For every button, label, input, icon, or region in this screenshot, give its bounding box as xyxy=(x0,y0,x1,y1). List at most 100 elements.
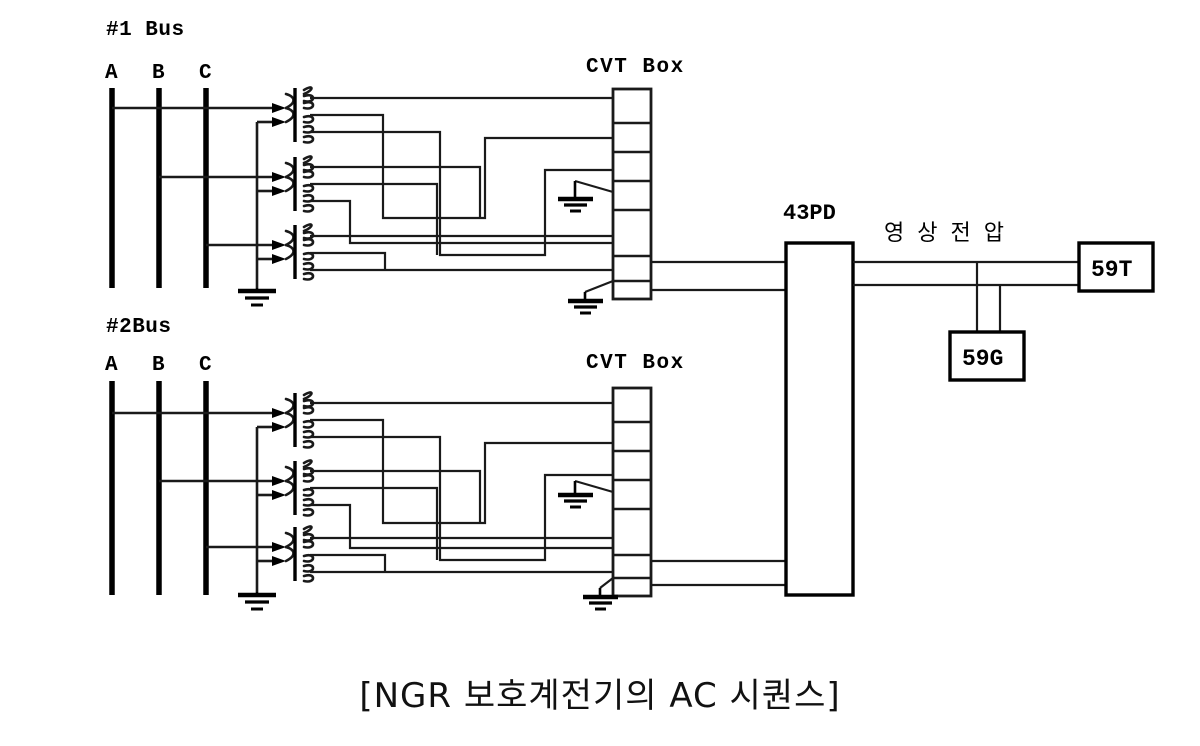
vt2c-prim-arrow-1 xyxy=(272,542,286,552)
cvt2-gnd-lead-upper xyxy=(574,479,614,494)
vt2a-sec-coil-4 xyxy=(302,429,315,439)
vt1b-sec-coil-2 xyxy=(302,169,315,179)
bus1-sec-wire-2 xyxy=(310,113,613,220)
bus1-sec-wire-3 xyxy=(310,130,613,257)
device-59t-label: 59T xyxy=(1091,257,1133,283)
vt1c-prim-coil-1 xyxy=(284,229,295,247)
vt2c-prim-coil-2 xyxy=(284,545,295,563)
ground-symbol-cvt2-lower xyxy=(583,577,618,611)
vt1b-sec-coil-0 xyxy=(302,155,313,165)
vt1a-sec-coil-3 xyxy=(302,114,315,124)
bus-group-2: #2Bus A B C xyxy=(105,316,786,611)
vt2a-prim-arrow-2 xyxy=(272,422,286,432)
vt1a-prim-arrow-1 xyxy=(272,103,286,113)
cvt2-gnd-lead-lower xyxy=(599,577,614,589)
bus1-title: #1 Bus xyxy=(106,19,185,42)
bus1-sec-wire-5 xyxy=(310,182,439,255)
vt1c-sec-coil-5 xyxy=(302,271,315,281)
vt1c-prim-arrow-2 xyxy=(272,254,286,264)
vt1c-sec-coil-2 xyxy=(302,237,315,247)
cvt-box-1-title: CVT Box xyxy=(586,56,685,79)
vt-bus2-phase-a xyxy=(272,391,315,449)
device-59g-box[interactable] xyxy=(948,330,1026,382)
bus2-phase-a: A xyxy=(105,354,118,377)
bus2-sec-wire-5 xyxy=(310,486,439,560)
vt2c-sec-coil-5 xyxy=(302,573,315,583)
vt1a-prim-coil-2 xyxy=(284,106,295,124)
vt2b-sec-coil-0 xyxy=(302,459,313,469)
device-43pd[interactable]: 43PD xyxy=(783,201,855,597)
vt1b-prim-arrow-2 xyxy=(272,186,286,196)
vt2c-sec-coil-0 xyxy=(302,525,313,535)
vt2c-sec-coil-3 xyxy=(302,553,315,563)
vt2c-prim-arrow-2 xyxy=(272,556,286,566)
diagram-caption: [NGR 보호계전기의 AC 시퀀스] xyxy=(359,676,841,716)
vt1c-prim-arrow-1 xyxy=(272,240,286,250)
cvt1-outline xyxy=(611,87,653,301)
vt1c-sec-coil-0 xyxy=(302,223,313,233)
cvt1-gnd-lead-upper xyxy=(574,179,614,194)
ground-symbol-bus1-neutral xyxy=(238,288,276,307)
vt2b-prim-arrow-2 xyxy=(272,490,286,500)
ground-symbol-bus2-neutral xyxy=(238,592,276,611)
vt-bus2-phase-c xyxy=(272,525,315,583)
bus2-sec-wire-2 xyxy=(310,418,613,525)
vt2a-sec-coil-2 xyxy=(302,405,315,415)
vt1b-prim-coil-1 xyxy=(284,161,295,179)
bus2-sec-wire-4 xyxy=(310,469,482,523)
ground-symbol-cvt1-lower xyxy=(568,279,614,315)
device-59g-label: 59G xyxy=(962,346,1003,372)
vt-bus1-phase-b xyxy=(272,155,315,213)
zero-sequence-output-network: 영 상 전 압 59T 59G xyxy=(853,221,1155,382)
bus2-sec-wire-3 xyxy=(310,435,613,562)
bus2-title: #2Bus xyxy=(106,316,172,339)
bus1-phase-b: B xyxy=(152,62,165,85)
cvt1-gnd-lead-lower xyxy=(584,279,614,294)
bus2-phase-b: B xyxy=(152,354,165,377)
vt2a-prim-coil-1 xyxy=(284,397,295,415)
vt2a-prim-coil-2 xyxy=(284,411,295,429)
device-59g[interactable]: 59G xyxy=(948,330,1026,382)
vt2c-sec-coil-2 xyxy=(302,539,315,549)
vt1a-sec-coil-4 xyxy=(302,124,315,134)
bus1-sec-wire-6 xyxy=(310,199,613,245)
vt1b-sec-coil-3 xyxy=(302,183,315,193)
vt2b-prim-coil-2 xyxy=(284,479,295,497)
bus-group-1: #1 Bus A B C xyxy=(105,19,786,315)
device-59t[interactable]: 59T xyxy=(1077,241,1155,293)
vt1c-sec-coil-3 xyxy=(302,251,315,261)
vt1b-prim-arrow-1 xyxy=(272,172,286,182)
vt2b-prim-arrow-1 xyxy=(272,476,286,486)
bus1-sec-wire-8 xyxy=(310,251,387,271)
vt1a-sec-coil-2 xyxy=(302,100,315,110)
vt-bus2-phase-b xyxy=(272,459,315,517)
cvt2-outline xyxy=(611,386,653,598)
vt1a-prim-coil-1 xyxy=(284,92,295,110)
vt2a-sec-coil-5 xyxy=(302,439,315,449)
bus1-phase-a: A xyxy=(105,62,118,85)
vt2b-prim-coil-1 xyxy=(284,465,295,483)
vt1b-prim-coil-2 xyxy=(284,175,295,193)
vt-bus1-phase-a xyxy=(272,86,315,144)
ground-symbol-cvt1-upper xyxy=(558,179,614,213)
bus1-phase-c: C xyxy=(199,62,212,85)
bus2-sec-wire-6 xyxy=(310,503,613,550)
cvt-terminal-block-2 xyxy=(611,386,653,598)
cvt-terminal-block-1 xyxy=(611,87,653,301)
zero-sequence-voltage-label: 영 상 전 압 xyxy=(884,221,1007,246)
bus1-sec-wire-4 xyxy=(310,165,482,218)
vt1c-sec-coil-4 xyxy=(302,261,315,271)
vt1b-sec-coil-4 xyxy=(302,193,315,203)
device-43pd-box[interactable] xyxy=(784,241,855,597)
device-59t-box[interactable] xyxy=(1077,241,1155,293)
vt-bus1-phase-c xyxy=(272,223,315,281)
vt1a-sec-coil-5 xyxy=(302,134,315,144)
vt1a-prim-arrow-2 xyxy=(272,117,286,127)
bus2-sec-wire-8 xyxy=(310,553,387,573)
vt2b-sec-coil-5 xyxy=(302,507,315,517)
vt2b-sec-coil-2 xyxy=(302,473,315,483)
cvt-box-2-title: CVT Box xyxy=(586,352,685,375)
ground-symbol-cvt2-upper xyxy=(558,479,614,509)
